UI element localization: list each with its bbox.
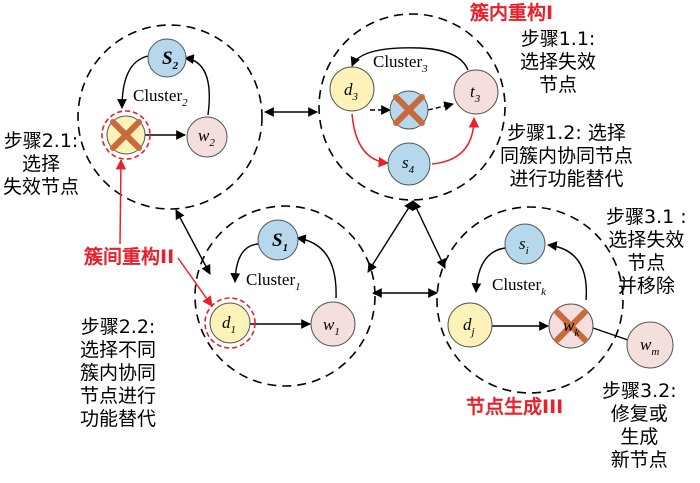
step-2-2: 步骤2.2: 选择不同 簇内协同 节点进行 功能替代 [80, 316, 157, 430]
step-1-1: 步骤1.1: 选择失效 节点 [520, 28, 597, 96]
edge-w2-s2 [184, 54, 210, 116]
failed-cross-icon [554, 309, 588, 343]
cluster-k-boundary [436, 206, 624, 394]
step-3-1: 步骤3.1 : 选择失效 节点 并移除 [606, 206, 687, 297]
node-s1 [257, 219, 299, 261]
node-d1 [204, 297, 256, 349]
cluster-2-boundary [77, 24, 263, 210]
intra-reconfig-pointer [115, 158, 127, 245]
s2-label: S2 [162, 48, 179, 72]
s1-label: S1 [272, 230, 288, 254]
edge-t3-d3 [350, 47, 469, 71]
node-w1 [310, 301, 356, 347]
inter-reconfig-pointer [177, 257, 213, 307]
link-ck-wm [592, 327, 629, 341]
link-c2-c1 [175, 209, 211, 275]
dj-label: dj [463, 315, 475, 338]
title-inter-reconfig: 簇间重构II [84, 246, 175, 268]
edge-s4-t3 [431, 116, 480, 165]
node-si [504, 223, 546, 265]
edge-si-dj [471, 247, 506, 293]
edge-s1-d1 [230, 243, 259, 283]
d3-label: d3 [344, 80, 359, 103]
s4-label: s4 [402, 153, 415, 176]
step-3-2: 步骤3.2: 修复或 生成 新节点 [602, 380, 677, 471]
node-wm [626, 321, 674, 369]
step-1-2: 步骤1.2: 选择 同簇内协同节点 进行功能替代 [500, 122, 634, 190]
node-d3 [329, 66, 375, 112]
node-t3 [453, 69, 499, 115]
step-2-1: 步骤2.1: 选择 失效节点 [3, 130, 80, 198]
link-c1-c3 [367, 200, 414, 273]
clusterk-label: Clusterk [492, 275, 547, 298]
cluster2-label: Cluster2 [133, 86, 188, 109]
wm-label: wm [640, 335, 659, 358]
node-s4 [387, 142, 431, 186]
edge-failed-t3 [427, 101, 454, 111]
node-w2 [186, 116, 228, 158]
edge-d3-s4 [351, 113, 390, 168]
edge-s2-failed [117, 55, 149, 109]
node-dj [447, 302, 493, 348]
edge-w1-s1 [296, 234, 337, 299]
edge-wk-si [547, 241, 588, 301]
title-node-generation: 节点生成III [466, 396, 564, 418]
w2-label: w2 [198, 126, 215, 149]
title-intra-reconfig: 簇内重构I [470, 2, 554, 24]
d1-label: d1 [222, 313, 236, 336]
t3-label: t3 [470, 82, 481, 105]
si-label: si [519, 234, 529, 257]
failed-cross-icon [393, 94, 425, 126]
w1-label: w1 [323, 315, 340, 338]
cluster-3-boundary [318, 13, 506, 201]
cluster1-label: Cluster1 [246, 270, 301, 293]
node-s2 [147, 38, 187, 78]
cluster3-label: Cluster3 [373, 52, 428, 75]
link-ck-c3 [412, 200, 446, 269]
wk-label: wk [563, 316, 580, 339]
failed-cross-icon [110, 119, 142, 151]
